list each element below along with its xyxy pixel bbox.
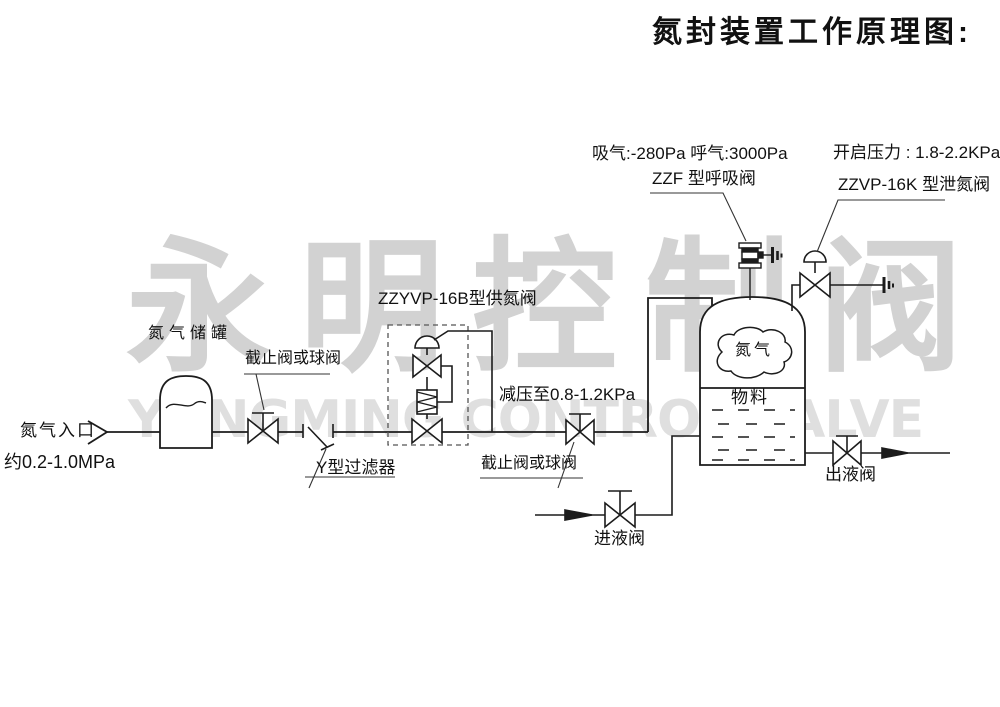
leader-lines — [244, 192, 945, 489]
relief-spec-label: 开启压力 : 1.8-2.2KPa — [833, 143, 1000, 162]
y-strainer-symbol — [302, 424, 335, 451]
material-label: 物料 — [731, 388, 769, 407]
breather-valve-label: ZZF 型呼吸阀 — [652, 169, 756, 188]
liquid-inlet-line — [535, 435, 700, 529]
sensing-line — [433, 330, 493, 432]
flow-arrow-icon — [564, 509, 593, 521]
nitrogen-gas-cloud — [716, 326, 793, 379]
supply-valve-dashed-box — [387, 324, 469, 446]
stop-valve-1-symbol — [247, 412, 279, 445]
reduced-pressure-label: 减压至0.8-1.2KPa — [499, 385, 636, 404]
nitrogen-gas-label: 氮气 — [735, 342, 774, 359]
stop-valve-2-symbol — [565, 413, 595, 446]
breather-valve-symbol — [738, 242, 783, 300]
inlet-pressure-label: 约0.2-1.0MPa — [4, 452, 116, 472]
relief-valve-symbol — [791, 250, 894, 311]
supply-valve-assembly — [411, 330, 493, 445]
stop-valve-1-label: 截止阀或球阀 — [245, 350, 342, 367]
nitrogen-storage-tank-label: 氮气储罐 — [148, 325, 233, 342]
page-title: 氮封装置工作原理图: — [652, 16, 972, 49]
y-strainer-label: Y型过滤器 — [316, 458, 396, 477]
vent-icon — [771, 247, 783, 263]
liquid-inlet-valve-label: 进液阀 — [594, 529, 645, 548]
stop-valve-2-label: 截止阀或球阀 — [481, 455, 578, 472]
flow-arrow-icon — [881, 447, 909, 459]
nitrogen-inlet-label: 氮气入口 — [20, 421, 96, 440]
nitrogen-storage-tank — [159, 375, 213, 449]
liquid-outlet-valve-label: 出液阀 — [825, 465, 876, 484]
vent-icon — [882, 277, 894, 293]
liquid-outlet-line — [805, 435, 950, 467]
breather-spec-label: 吸气:-280Pa 呼气:3000Pa — [592, 144, 788, 163]
process-tank — [699, 296, 806, 466]
supply-valve-label: ZZYVP-16B型供氮阀 — [378, 289, 537, 308]
relief-valve-label: ZZVP-16K 型泄氮阀 — [838, 175, 991, 194]
